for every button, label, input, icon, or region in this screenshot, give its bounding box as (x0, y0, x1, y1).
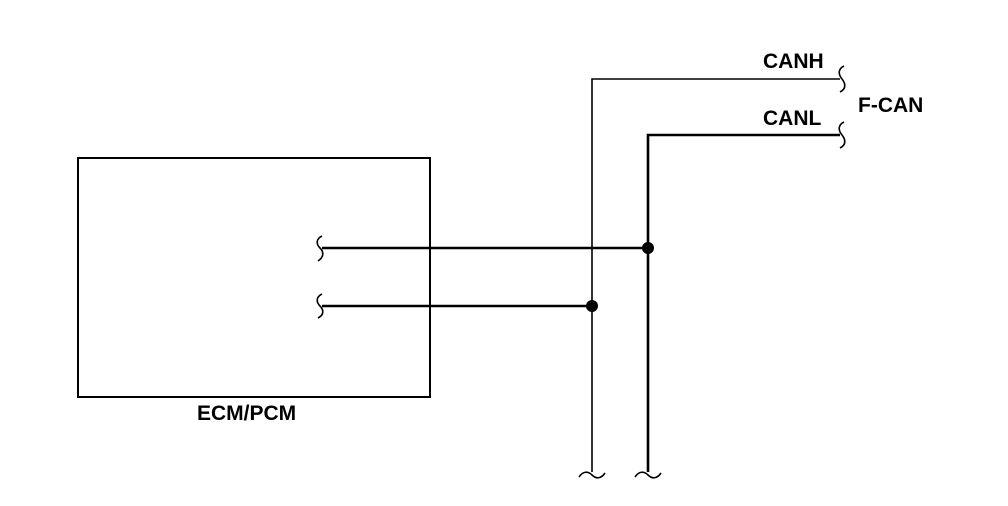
canh-wire (591, 78, 840, 472)
connector-break-icon (838, 121, 846, 149)
f-can-label: F-CAN (858, 94, 924, 117)
junction-dot-canh (586, 300, 598, 312)
connector-break-icon (316, 293, 324, 319)
junction-dot-canl (642, 242, 654, 254)
connector-break-icon (578, 471, 606, 479)
connector-break-icon (838, 65, 846, 93)
canl-label: CANL (763, 107, 822, 130)
ecm-pcm-box (77, 157, 431, 398)
connector-break-icon (634, 471, 662, 479)
connector-break-icon (316, 235, 324, 262)
ecm-pcm-label: ECM/PCM (197, 402, 297, 425)
canh-label: CANH (763, 50, 824, 73)
canl-wire (646, 133, 840, 472)
